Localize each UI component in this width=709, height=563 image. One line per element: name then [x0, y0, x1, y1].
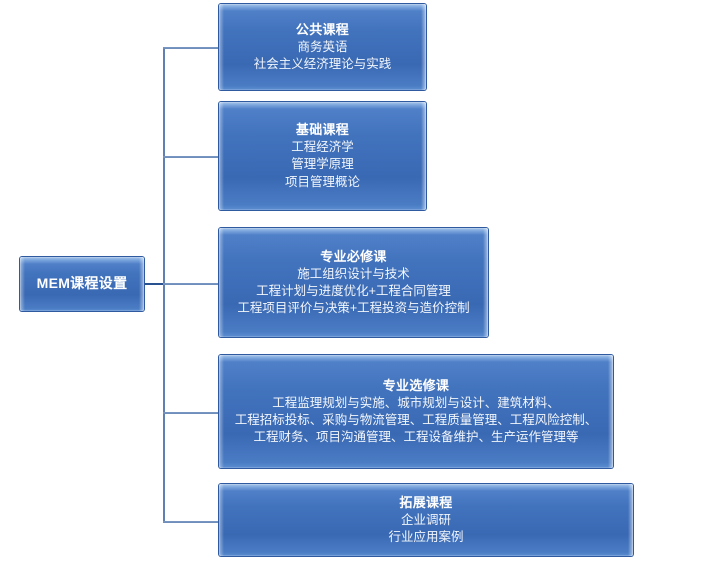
connector-branch-4 [163, 521, 220, 523]
node-extension-courses-title: 拓展课程 [399, 494, 453, 510]
node-extension-courses[interactable]: 拓展课程 企业调研 行业应用案例 [219, 484, 633, 556]
node-major-elective-courses-inner: 专业选修课 工程监理规划与实施、城市规划与设计、建筑材料、 工程招标投标、采购与… [219, 355, 613, 468]
node-foundation-courses-inner: 基础课程 工程经济学 管理学原理 项目管理概论 [219, 102, 426, 210]
node-major-elective-courses[interactable]: 专业选修课 工程监理规划与实施、城市规划与设计、建筑材料、 工程招标投标、采购与… [219, 355, 613, 468]
node-foundation-courses[interactable]: 基础课程 工程经济学 管理学原理 项目管理概论 [219, 102, 426, 210]
node-foundation-courses-item-1: 管理学原理 [291, 157, 354, 172]
node-major-elective-courses-item-2: 工程财务、项目沟通管理、工程设备维护、生产运作管理等 [253, 430, 579, 445]
root-node-label: MEM课程设置 [36, 275, 128, 292]
root-node-mem-curriculum[interactable]: MEM课程设置 [20, 257, 144, 311]
node-public-courses-title: 公共课程 [295, 21, 350, 37]
node-major-elective-courses-item-0: 工程监理规划与实施、城市规划与设计、建筑材料、 [272, 395, 560, 410]
node-foundation-courses-title: 基础课程 [295, 122, 350, 138]
node-extension-courses-inner: 拓展课程 企业调研 行业应用案例 [219, 484, 633, 556]
node-major-required-courses-item-2: 工程项目评价与决策+工程投资与造价控制 [237, 301, 470, 316]
node-extension-courses-item-0: 企业调研 [400, 512, 451, 527]
node-extension-courses-item-1: 行业应用案例 [388, 529, 464, 544]
root-node-inner: MEM课程设置 [20, 257, 144, 311]
connector-branch-1 [163, 156, 220, 158]
node-public-courses-item-1: 社会主义经济理论与实践 [253, 56, 392, 71]
connector-branch-3 [163, 412, 220, 414]
connector-trunk [163, 47, 165, 523]
node-public-courses-inner: 公共课程 商务英语 社会主义经济理论与实践 [219, 4, 426, 90]
node-major-elective-courses-item-1: 工程招标投标、采购与物流管理、工程质量管理、工程风险控制、 [234, 412, 598, 427]
node-foundation-courses-item-2: 项目管理概论 [284, 174, 360, 189]
node-major-elective-courses-title: 专业选修课 [382, 377, 450, 393]
node-major-required-courses-item-1: 工程计划与进度优化+工程合同管理 [256, 283, 451, 298]
node-major-required-courses-inner: 专业必修课 施工组织设计与技术 工程计划与进度优化+工程合同管理 工程项目评价与… [219, 228, 488, 337]
node-public-courses[interactable]: 公共课程 商务英语 社会主义经济理论与实践 [219, 4, 426, 90]
connector-root-stub [144, 283, 164, 285]
node-foundation-courses-item-0: 工程经济学 [291, 140, 354, 155]
connector-branch-2 [163, 283, 220, 285]
node-major-required-courses-title: 专业必修课 [320, 248, 387, 264]
node-public-courses-item-0: 商务英语 [297, 39, 348, 54]
node-major-required-courses-item-0: 施工组织设计与技术 [297, 266, 410, 281]
node-major-required-courses[interactable]: 专业必修课 施工组织设计与技术 工程计划与进度优化+工程合同管理 工程项目评价与… [219, 228, 488, 337]
connector-branch-0 [163, 47, 220, 49]
